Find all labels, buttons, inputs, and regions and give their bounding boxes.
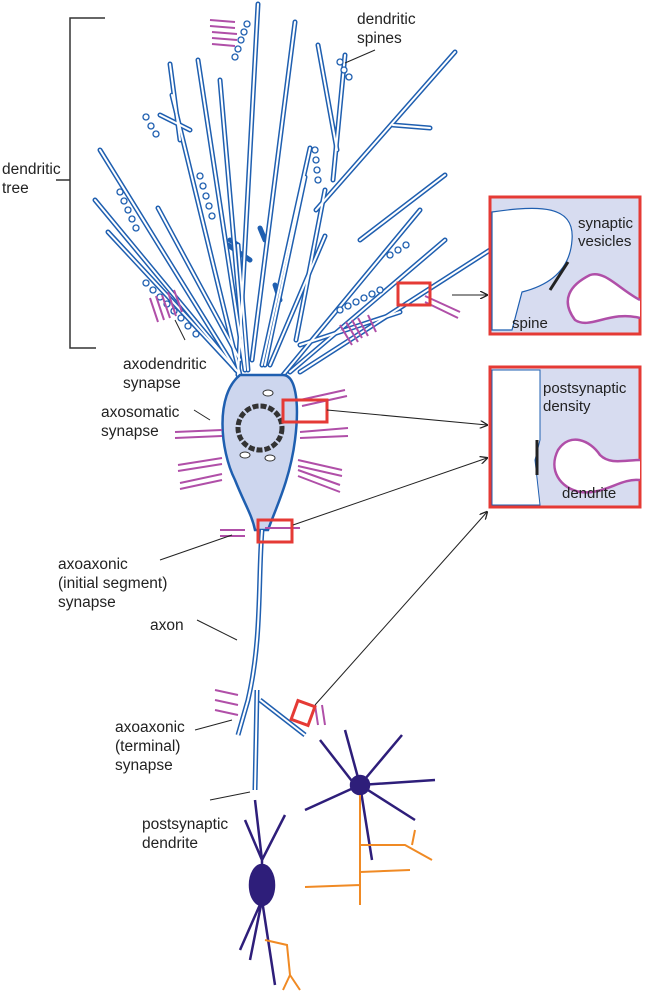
label-dendritic-tree: dendritic tree	[2, 161, 61, 197]
inset-label-spine: spine	[512, 315, 548, 332]
inset-label-dendrite: dendrite	[562, 485, 617, 502]
dendritic-spines	[116, 20, 410, 338]
label-axodendritic-synapse: axodendritic synapse	[123, 356, 207, 392]
postsynaptic-neuron-2	[304, 729, 436, 861]
inset-dendrite-synapse	[488, 365, 642, 509]
orange-axon-branches	[264, 795, 433, 991]
callout-arrows	[292, 295, 487, 706]
dendritic-tree-bracket	[56, 17, 105, 349]
postsynaptic-neuron-1	[238, 799, 287, 986]
inset-label-synaptic-vesicles: synaptic vesicles	[578, 215, 634, 250]
axon	[235, 529, 307, 791]
soma	[221, 373, 299, 532]
axosomatic-terminals	[174, 389, 349, 493]
label-axosomatic-synapse: axosomatic synapse	[101, 404, 180, 440]
label-dendritic-spines: dendritic spines	[357, 11, 416, 47]
dendritic-tree	[92, 1, 493, 378]
label-axoaxonic-initial: axoaxonic (initial segment) synapse	[58, 556, 168, 611]
label-axon: axon	[150, 617, 184, 634]
axoaxonic-terminals	[214, 527, 326, 726]
label-postsynaptic-dendrite: postsynaptic dendrite	[142, 816, 229, 852]
highlight-boxes	[256, 281, 432, 728]
inset-label-postsynaptic-density: postsynaptic density	[543, 380, 627, 415]
inset-spine-synapse	[488, 195, 642, 336]
label-axoaxonic-terminal: axoaxonic (terminal) synapse	[115, 719, 185, 774]
leader-lines	[159, 49, 376, 801]
